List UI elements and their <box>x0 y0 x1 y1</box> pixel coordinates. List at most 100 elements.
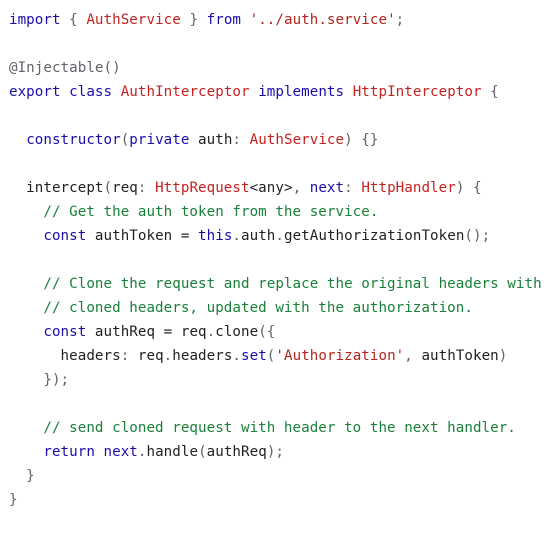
code-token: () <box>103 60 121 76</box>
code-token: AuthService <box>249 132 345 148</box>
code-token: . <box>275 228 284 244</box>
code-token: // Get the auth token from the service. <box>9 204 379 220</box>
code-token: // send cloned request with header to th… <box>9 420 516 436</box>
code-token: const <box>43 324 87 340</box>
code-token: headers <box>172 348 233 364</box>
code-token: , <box>292 180 310 196</box>
code-token <box>189 132 198 148</box>
code-line: // send cloned request with header to th… <box>9 416 516 440</box>
code-token: AuthService <box>86 12 181 28</box>
code-token: ({ <box>258 324 276 340</box>
code-token: export <box>9 84 61 100</box>
code-token: ( <box>103 180 113 196</box>
code-token <box>241 12 250 28</box>
code-token: } <box>9 468 35 484</box>
code-token: set <box>241 348 267 364</box>
code-token: . <box>163 348 173 364</box>
code-line: } <box>9 464 35 488</box>
code-token: getAuthorizationToken <box>283 228 465 244</box>
code-line: const authReq = req.clone({ <box>9 320 275 344</box>
code-token: HttpHandler <box>361 180 456 196</box>
code-token: authReq <box>206 444 267 460</box>
code-token: private <box>129 132 190 148</box>
code-token <box>61 84 70 100</box>
code-line: } <box>9 488 18 512</box>
code-token: class <box>69 84 113 100</box>
code-token: clone <box>215 324 259 340</box>
code-token: . <box>232 348 242 364</box>
code-line: return next.handle(authReq); <box>9 440 284 464</box>
code-token: 'Authorization' <box>275 348 405 364</box>
code-token <box>9 132 26 148</box>
code-line: import { AuthService } from '../auth.ser… <box>9 8 404 32</box>
code-token: auth <box>241 228 276 244</box>
code-token: { <box>481 84 499 100</box>
code-token: . <box>137 444 147 460</box>
code-token: { <box>60 12 87 28</box>
code-token: next <box>103 444 138 460</box>
code-token: : <box>120 348 138 364</box>
code-token: } <box>9 492 18 508</box>
code-token: from <box>206 12 242 28</box>
code-token <box>344 84 353 100</box>
code-line: intercept(req: HttpRequest<any>, next: H… <box>9 176 482 200</box>
code-token: : <box>232 132 250 148</box>
code-line: constructor(private auth: AuthService) {… <box>9 128 379 152</box>
code-token: next <box>309 180 345 196</box>
code-token <box>9 324 43 340</box>
code-token: const <box>43 228 87 244</box>
code-token: this <box>198 228 233 244</box>
code-line: @Injectable() <box>9 56 121 80</box>
code-token: : <box>137 180 156 196</box>
code-token: (); <box>464 228 491 244</box>
code-token: return <box>43 444 95 460</box>
code-token: authToken <box>421 348 499 364</box>
code-token: // cloned headers, updated with the auth… <box>9 300 473 316</box>
code-token: , <box>404 348 422 364</box>
code-token: intercept <box>9 180 104 196</box>
code-line: headers: req.headers.set('Authorization'… <box>9 344 508 368</box>
code-token: } <box>180 12 207 28</box>
code-token: ( <box>198 444 207 460</box>
code-line: export class AuthInterceptor implements … <box>9 80 499 104</box>
code-token: ) <box>498 348 508 364</box>
code-token: constructor <box>26 132 121 148</box>
code-token: @Injectable <box>9 60 104 76</box>
code-token: ) {} <box>344 132 379 148</box>
code-token: implements <box>258 84 345 100</box>
code-token: handle <box>146 444 199 460</box>
code-token: . <box>232 228 242 244</box>
code-token: }); <box>9 372 70 388</box>
code-token: . <box>206 324 216 340</box>
code-token <box>250 84 259 100</box>
code-token: HttpRequest <box>155 180 250 196</box>
code-line: // Clone the request and replace the ori… <box>9 272 542 296</box>
code-token <box>95 444 104 460</box>
code-line: // Get the auth token from the service. <box>9 200 378 224</box>
code-line: const authToken = this.auth.getAuthoriza… <box>9 224 490 248</box>
code-token: <any> <box>249 180 293 196</box>
code-token: // Clone the request and replace the ori… <box>9 276 542 292</box>
code-token: '../auth.service' <box>249 12 396 28</box>
code-token: auth <box>198 132 233 148</box>
code-token: import <box>9 12 61 28</box>
code-token <box>9 444 43 460</box>
code-line: // cloned headers, updated with the auth… <box>9 296 473 320</box>
code-token: ( <box>266 348 276 364</box>
code-token: authReq = req <box>86 324 207 340</box>
code-token: ); <box>266 444 284 460</box>
code-token: AuthInterceptor <box>120 84 250 100</box>
code-token: HttpInterceptor <box>352 84 482 100</box>
code-token: : <box>344 180 362 196</box>
code-token: ( <box>120 132 130 148</box>
code-token: req <box>112 180 138 196</box>
code-token: ) { <box>455 180 482 196</box>
code-token: headers <box>9 348 121 364</box>
code-line: }); <box>9 368 69 392</box>
code-token: authToken = <box>86 228 199 244</box>
code-token <box>112 84 121 100</box>
code-token: req <box>137 348 164 364</box>
code-token <box>9 228 43 244</box>
code-token: ; <box>395 12 405 28</box>
